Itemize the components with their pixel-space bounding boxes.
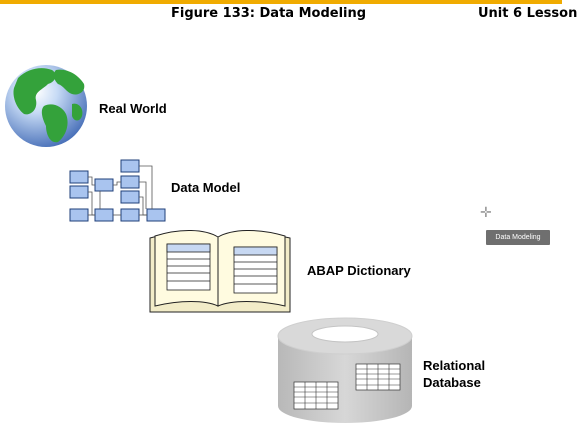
data-model-icon <box>69 159 166 222</box>
database-cylinder-icon <box>277 317 413 423</box>
label-real-world: Real World <box>99 101 167 116</box>
globe-icon <box>5 65 87 147</box>
unit-title: Unit 6 Lesson <box>478 6 577 21</box>
label-abap-dictionary: ABAP Dictionary <box>307 263 411 278</box>
label-relational: Relational <box>423 358 486 373</box>
figure-title: Figure 133: Data Modeling <box>171 6 367 21</box>
tooltip: Data Modeling <box>486 230 550 245</box>
move-cursor-icon: ✛ <box>480 204 492 220</box>
label-data-model: Data Model <box>171 180 241 195</box>
label-database: Database <box>423 375 481 390</box>
data-modeling-diagram <box>5 65 413 423</box>
open-book-icon <box>149 229 291 313</box>
accent-bar <box>0 0 562 4</box>
